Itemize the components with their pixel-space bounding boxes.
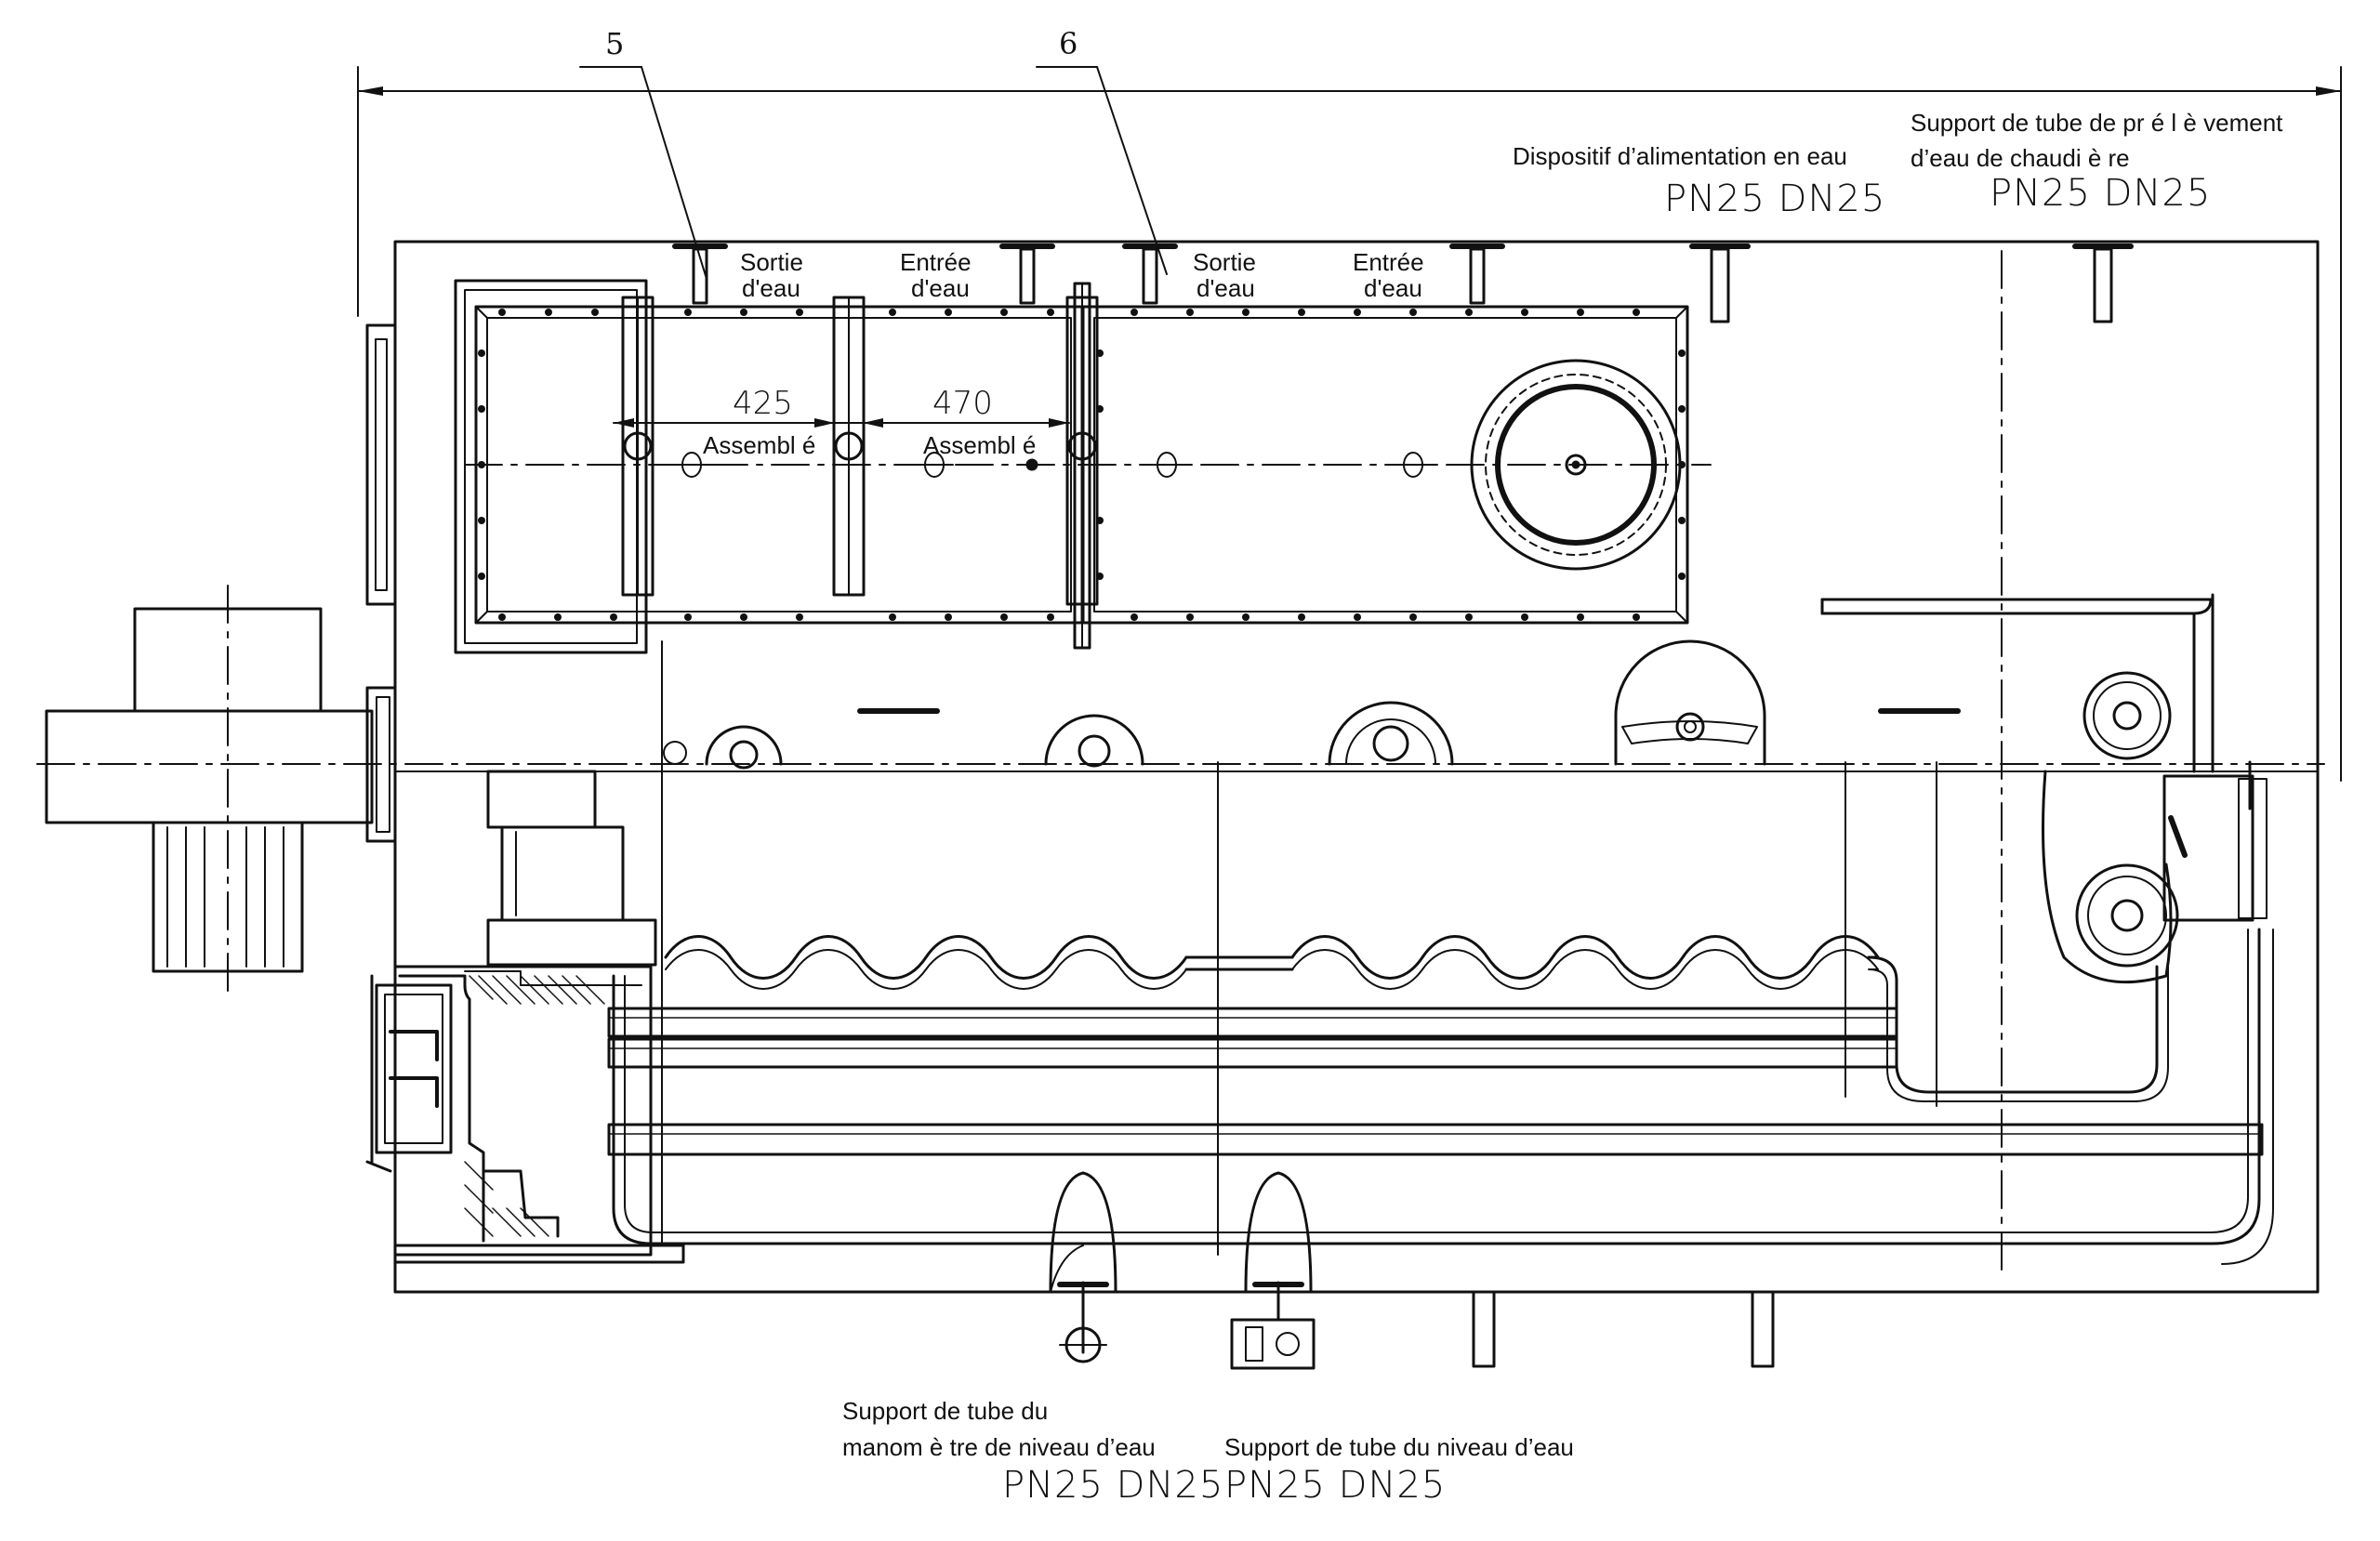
assembly-label-2: Assembl é <box>923 431 1036 459</box>
sortie-2-line2: d'eau <box>1197 274 1255 302</box>
burner-assembly <box>45 323 397 973</box>
entree-1-line2: d'eau <box>911 274 970 302</box>
leader-lines <box>579 66 1168 280</box>
inspection-ports <box>663 639 1961 770</box>
manometer-label-line2: manom è tre de niveau d’eau <box>842 1433 1156 1461</box>
sampling-label-line1: Support de tube de pr é l è vement <box>1911 109 2283 137</box>
sampling-spec: PN25 DN25 <box>1990 172 2211 215</box>
feed-device-spec: PN25 DN25 <box>1664 178 1885 220</box>
assembly-label-1: Assembl é <box>703 431 815 459</box>
entree-1-line1: Entrée <box>900 248 972 276</box>
nozzle-entree-1 <box>999 244 1055 305</box>
horizontal-dimensions <box>613 418 1070 428</box>
insulation-hatch <box>464 975 605 1237</box>
upper-header-box <box>454 279 1689 654</box>
front-smoke-box <box>365 770 685 1264</box>
sortie-2-line1: Sortie <box>1193 248 1256 276</box>
nozzle-entree-2 <box>1449 244 1505 305</box>
feed-device-label: Dispositif d’alimentation en eau <box>1513 142 1847 170</box>
nozzle-sortie-2 <box>1122 244 1178 305</box>
centre-fittings <box>672 452 1433 478</box>
entree-2-line1: Entrée <box>1353 248 1424 276</box>
callout-6: 6 <box>1059 26 1078 61</box>
right-openings <box>2042 671 2268 984</box>
top-nozzles <box>672 244 2134 323</box>
manhole-cover <box>1470 359 1682 571</box>
entree-2-line2: d'eau <box>1364 274 1422 302</box>
nozzle-feed-water <box>1689 244 1751 323</box>
corrugated-furnace <box>664 935 2169 1102</box>
fire-tubes <box>607 928 2274 1265</box>
callout-5: 5 <box>605 26 624 61</box>
bolt-dots <box>478 309 1686 621</box>
sortie-1-line2: d'eau <box>742 274 800 302</box>
dimension-425: 425 <box>733 385 793 422</box>
nozzle-sampling <box>2072 244 2134 323</box>
water-level-label: Support de tube du niveau d’eau <box>1224 1433 1574 1461</box>
sortie-1-line1: Sortie <box>740 248 803 276</box>
bottom-supports <box>1049 1171 1775 1370</box>
overall-dimension-line <box>357 66 2342 782</box>
manometer-spec: PN25 DN25 <box>1002 1464 1223 1507</box>
water-level-spec: PN25 DN25 <box>1224 1464 1446 1507</box>
manometer-label-line1: Support de tube du <box>842 1397 1048 1425</box>
text-annotations: 5 6 425 470 Assembl é Assembl é Sortie d… <box>605 26 2283 1507</box>
sampling-label-line2: d’eau de chaudi è re <box>1911 144 2130 172</box>
dimension-470: 470 <box>932 385 993 422</box>
